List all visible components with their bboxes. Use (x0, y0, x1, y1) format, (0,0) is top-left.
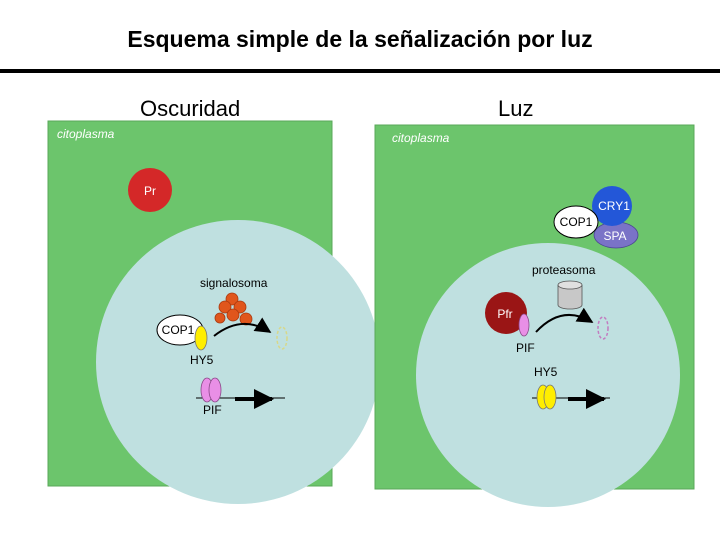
dark-nucleus (96, 220, 380, 504)
pif-label: PIF (516, 341, 535, 355)
dark-panel: Pr signalosoma COP1 HY5 PIF (47, 120, 380, 504)
cop1-label: COP1 (162, 323, 195, 337)
degraded-pif (597, 316, 609, 340)
dark-heading: Oscuridad (140, 96, 241, 121)
degradation-arrow (535, 307, 594, 333)
pr-label: Pr (144, 184, 156, 198)
hy5-label: HY5 (190, 353, 214, 367)
light-panel: SPA CRY1 COP1 proteasoma Pfr PIF HY5 (374, 124, 695, 507)
light-nucleus (416, 243, 680, 507)
hy5-label: HY5 (534, 365, 558, 379)
pr-phytochrome (128, 168, 172, 212)
dark-cytoplasm-label: citoplasma (57, 127, 115, 141)
signalosome-label: signalosoma (200, 276, 268, 290)
hy5-protein-right (543, 384, 557, 410)
degraded-hy5 (276, 326, 288, 350)
cop1-protein (553, 205, 599, 239)
light-heading: Luz (498, 96, 534, 121)
pif-label: PIF (203, 403, 222, 417)
hy5-protein (194, 325, 208, 351)
cop1-label: COP1 (560, 215, 593, 229)
proteasome-label: proteasoma (532, 263, 596, 277)
cry1-protein (592, 186, 632, 226)
light-cytoplasm-label: citoplasma (392, 131, 450, 145)
cry1-label: CRY1 (598, 199, 630, 213)
spa-label: SPA (603, 229, 626, 243)
proteasome (557, 280, 583, 310)
pif-protein-right (208, 377, 222, 403)
pif-protein (518, 313, 530, 337)
page-title: Esquema simple de la señalización por lu… (127, 26, 593, 52)
pfr-phytochrome (485, 292, 527, 334)
degradation-arrow (213, 317, 272, 337)
signalosome-complex (214, 292, 253, 326)
title-divider (0, 69, 720, 73)
pfr-label: Pfr (497, 307, 512, 321)
